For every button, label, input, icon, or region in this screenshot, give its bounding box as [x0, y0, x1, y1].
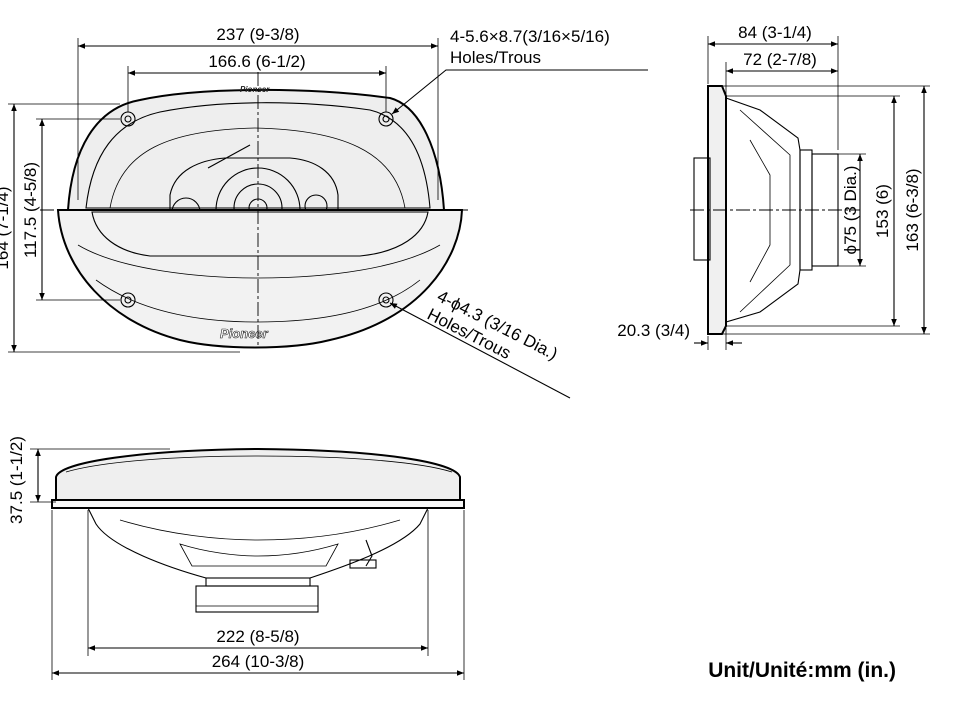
bottom-basket: [87, 507, 429, 579]
side-view: 84 (3-1/4) 72 (2-7/8) ϕ75 (3 Dia.) 153 (…: [617, 23, 930, 350]
leader-bottom-holes: [389, 302, 571, 399]
dim-bottom-overall-width: 264 (10-3/8): [212, 652, 305, 671]
dim-bottom-height: 37.5 (1-1/2): [7, 436, 26, 524]
tweeter-bridge: [169, 157, 339, 236]
bottom-terminal: [349, 559, 377, 569]
bottom-view: 37.5 (1-1/2) 222 (8-5/8) 264 (10-3/8): [7, 436, 465, 680]
dim-mount-depth: 72 (2-7/8): [743, 50, 817, 69]
front-lower-cone-section: [91, 211, 429, 257]
dim-overall-height: 164 (7-1/4): [0, 186, 12, 269]
side-basket-rib-2: [749, 139, 771, 283]
bottom-flange: [51, 499, 465, 509]
label-top-holes-spec: 4-5.6×8.7(3/16×5/16): [450, 27, 610, 46]
mount-hole-top-left-inner: [124, 115, 132, 123]
label-top-holes-name: Holes/Trous: [450, 48, 541, 67]
unit-label: Unit/Unité:mm (in.): [708, 659, 896, 682]
mount-hole-bottom-left-inner: [124, 296, 132, 304]
dim-flange-depth: 20.3 (3/4): [617, 321, 690, 340]
dim-hole-spacing-width: 166.6 (6-1/2): [208, 52, 305, 71]
dim-basket-width: 222 (8-5/8): [216, 627, 299, 646]
bottom-basket-rib: [119, 519, 401, 541]
dim-total-depth: 84 (3-1/4): [738, 23, 812, 42]
mount-hole-bottom-right: [378, 292, 394, 308]
front-cone-arc: [109, 127, 406, 209]
bottom-magnet-plate: [205, 577, 311, 587]
mount-hole-bottom-right-inner: [382, 296, 390, 304]
bottom-grille: [55, 447, 461, 503]
dim-magnet-diameter: ϕ75 (3 Dia.): [841, 166, 860, 255]
front-large-logo: Pioneer: [220, 326, 269, 341]
dim-overall-width: 237 (9-3/8): [216, 25, 299, 44]
front-lower-rim-1: [77, 244, 441, 279]
bottom-terminal-lead: [365, 539, 373, 567]
dim-hole-spacing-height: 117.5 (4-5/8): [21, 162, 40, 258]
front-lead-wire: [207, 144, 251, 169]
front-upper-frame: [66, 88, 446, 211]
front-lower-flange: [56, 209, 464, 349]
dim-cutout-height: 153 (6): [873, 184, 892, 238]
bottom-basket-window: [179, 543, 339, 567]
mount-hole-top-right-inner: [382, 115, 390, 123]
bottom-grille-inner: [65, 455, 453, 473]
front-small-logo: Pioneer: [240, 85, 270, 94]
leader-top-holes: [391, 69, 648, 115]
front-view: Pioneer Pioneer 237 (9-3/8) 166.6 (6-1/2…: [0, 25, 648, 399]
dim-side-overall-height: 163 (6-3/8): [903, 168, 922, 251]
front-upper-inner: [85, 102, 431, 209]
side-basket-rib-1: [739, 109, 791, 313]
bottom-magnet: [195, 585, 319, 613]
side-grille: [693, 157, 711, 261]
mount-hole-bottom-left: [120, 292, 136, 308]
